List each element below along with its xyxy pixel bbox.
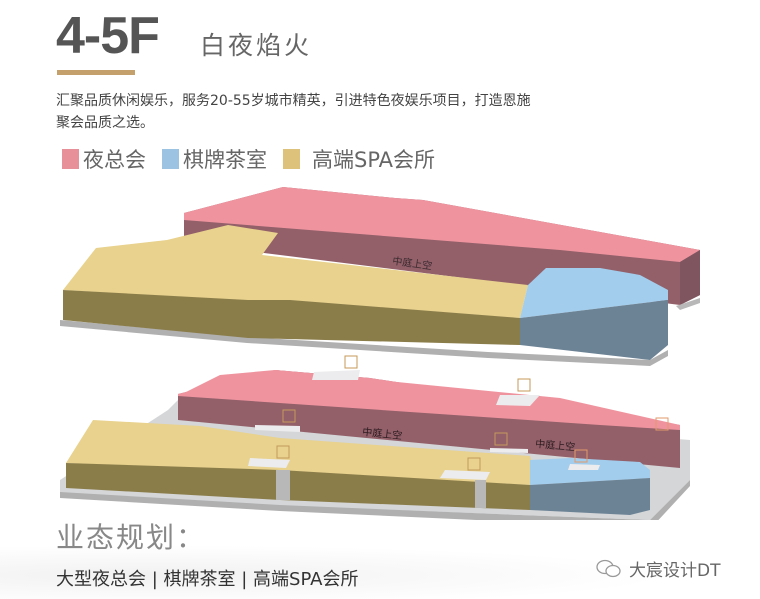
watermark-text: 大宸设计DT [629, 561, 721, 581]
legend-swatch-pink [62, 149, 79, 169]
legend-item-chess-tea: 棋牌茶室 [162, 144, 267, 174]
floor-title: 4-5F [56, 7, 160, 65]
legend-label: 高端SPA会所 [312, 148, 436, 172]
zoning-list: 大型夜总会 | 棋牌茶室 | 高端SPA会所 [56, 569, 359, 590]
restroom-icons [574, 417, 669, 463]
lower-floor-plan: 中庭上空 中庭上空 [60, 355, 690, 520]
watermark: 大宸设计DT [595, 556, 720, 581]
legend-swatch-blue [162, 149, 179, 169]
description: 汇聚品质休闲娱乐，服务20-55岁城市精英，引进特色夜娱乐项目，打造恩施 聚会品… [56, 90, 656, 134]
description-line-2: 聚会品质之选。 [56, 115, 154, 131]
legend-label: 棋牌茶室 [183, 148, 267, 172]
floor-plan-diagram: 中庭上空 中庭上空 中庭上空 [60, 187, 700, 520]
upper-floor-plan: 中庭上空 [60, 187, 700, 366]
wechat-icon [596, 559, 621, 577]
legend: 夜总会 棋牌茶室 高端SPA会所 [62, 144, 435, 174]
atrium-label-1: 中庭上空 [362, 425, 403, 442]
legend-item-nightclub: 夜总会 [62, 144, 146, 174]
zoning-title: 业态规划： [56, 521, 207, 554]
legend-label: 夜总会 [83, 148, 146, 172]
floor-subtitle: 白夜焰火 [200, 31, 313, 60]
escalator-icons [276, 355, 531, 471]
atrium-label-2: 中庭上空 [535, 437, 576, 453]
background-splash [0, 540, 760, 599]
legend-item-spa: 高端SPA会所 [283, 144, 435, 174]
title-underline [57, 70, 135, 75]
description-line-1: 汇聚品质休闲娱乐，服务20-55岁城市精英，引进特色夜娱乐项目，打造恩施 [56, 93, 531, 109]
legend-swatch-yellow [283, 149, 300, 169]
